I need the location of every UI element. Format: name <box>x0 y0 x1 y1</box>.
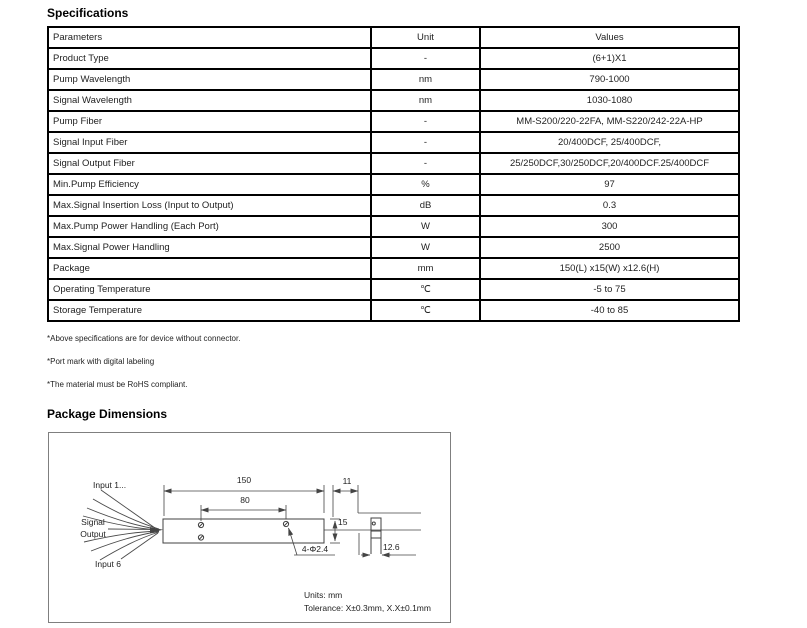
unit-cell: ℃ <box>370 299 481 322</box>
package-drawing-frame: Input 1... Signal Output Input 6 150 80 … <box>48 432 451 623</box>
specifications-title: Specifications <box>47 6 129 20</box>
dim-holes-label: 4-Φ2.4 <box>301 544 329 554</box>
unit-cell: % <box>370 173 481 196</box>
parameter-cell: Signal Input Fiber <box>47 131 372 154</box>
unit-cell: - <box>370 47 481 70</box>
unit-cell: - <box>370 152 481 175</box>
specifications-table: Parameters Unit Values Product Type - (6… <box>47 26 740 322</box>
unit-cell: nm <box>370 68 481 91</box>
unit-cell: - <box>370 110 481 133</box>
table-row: Package mm 150(L) x15(W) x12.6(H) <box>47 257 740 280</box>
header-unit: Unit <box>370 26 481 49</box>
parameter-cell: Max.Signal Insertion Loss (Input to Outp… <box>47 194 372 217</box>
table-row: Signal Output Fiber - 25/250DCF,30/250DC… <box>47 152 740 175</box>
unit-cell: W <box>370 236 481 259</box>
dim-thickness-label: 12.6 <box>383 542 400 552</box>
header-parameters: Parameters <box>47 26 372 49</box>
header-values: Values <box>479 26 740 49</box>
side-view <box>370 517 382 554</box>
table-row: Max.Pump Power Handling (Each Port) W 30… <box>47 215 740 238</box>
note-line: *Port mark with digital labeling <box>47 357 155 366</box>
package-drawing <box>82 485 421 561</box>
dim-length-label: 150 <box>236 475 252 485</box>
value-cell: MM-S200/220-22FA, MM-S220/242-22A-HP <box>479 110 740 133</box>
units-note: Units: mm <box>304 590 343 600</box>
value-cell: 2500 <box>479 236 740 259</box>
table-row: Storage Temperature ℃ -40 to 85 <box>47 299 740 322</box>
unit-cell: ℃ <box>370 278 481 301</box>
unit-cell: nm <box>370 89 481 112</box>
unit-cell: dB <box>370 194 481 217</box>
body-outline <box>162 518 325 544</box>
value-cell: -40 to 85 <box>479 299 740 322</box>
label-input-1: Input 1... <box>93 480 127 490</box>
table-row: Max.Signal Power Handling W 2500 <box>47 236 740 259</box>
table-row: Signal Wavelength nm 1030-1080 <box>47 89 740 112</box>
value-cell: 300 <box>479 215 740 238</box>
value-cell: 97 <box>479 173 740 196</box>
label-signal-line2: Output <box>80 529 106 539</box>
parameter-cell: Package <box>47 257 372 280</box>
table-row: Pump Fiber - MM-S200/220-22FA, MM-S220/2… <box>47 110 740 133</box>
table-row: Min.Pump Efficiency % 97 <box>47 173 740 196</box>
table-row: Operating Temperature ℃ -5 to 75 <box>47 278 740 301</box>
parameter-cell: Storage Temperature <box>47 299 372 322</box>
value-cell: -5 to 75 <box>479 278 740 301</box>
note-line: *The material must be RoHS compliant. <box>47 380 188 389</box>
parameter-cell: Signal Output Fiber <box>47 152 372 175</box>
value-cell: 25/250DCF,30/250DCF,20/400DCF.25/400DCF <box>479 152 740 175</box>
table-row: Product Type - (6+1)X1 <box>47 47 740 70</box>
table-row: Signal Input Fiber - 20/400DCF, 25/400DC… <box>47 131 740 154</box>
tolerance-note: Tolerance: X±0.3mm, X.X±0.1mm <box>304 603 431 613</box>
dimension-lines <box>163 485 421 558</box>
note-line: *Above specifications are for device wit… <box>47 334 241 343</box>
value-cell: (6+1)X1 <box>479 47 740 70</box>
parameter-cell: Pump Fiber <box>47 110 372 133</box>
parameter-cell: Max.Pump Power Handling (Each Port) <box>47 215 372 238</box>
spec-table-body: Parameters Unit Values Product Type - (6… <box>47 26 740 322</box>
unit-cell: W <box>370 215 481 238</box>
parameter-cell: Product Type <box>47 47 372 70</box>
table-row: Max.Signal Insertion Loss (Input to Outp… <box>47 194 740 217</box>
label-signal-line1: Signal <box>81 517 105 527</box>
parameter-cell: Min.Pump Efficiency <box>47 173 372 196</box>
table-header-row: Parameters Unit Values <box>47 26 740 49</box>
parameter-cell: Pump Wavelength <box>47 68 372 91</box>
dim-width-label: 15 <box>338 517 348 527</box>
unit-cell: mm <box>370 257 481 280</box>
parameter-cell: Operating Temperature <box>47 278 372 301</box>
fiber-fan <box>82 489 163 561</box>
label-input-6: Input 6 <box>95 559 121 569</box>
value-cell: 0.3 <box>479 194 740 217</box>
dim-inner-label: 80 <box>240 495 250 505</box>
value-cell: 1030-1080 <box>479 89 740 112</box>
label-signal-output: Signal Output <box>75 516 111 540</box>
table-row: Pump Wavelength nm 790-1000 <box>47 68 740 91</box>
parameter-cell: Signal Wavelength <box>47 89 372 112</box>
unit-cell: - <box>370 131 481 154</box>
package-dimensions-title: Package Dimensions <box>47 407 168 421</box>
value-cell: 790-1000 <box>479 68 740 91</box>
value-cell: 150(L) x15(W) x12.6(H) <box>479 257 740 280</box>
dim-end-label: 11 <box>342 476 352 486</box>
value-cell: 20/400DCF, 25/400DCF, <box>479 131 740 154</box>
parameter-cell: Max.Signal Power Handling <box>47 236 372 259</box>
